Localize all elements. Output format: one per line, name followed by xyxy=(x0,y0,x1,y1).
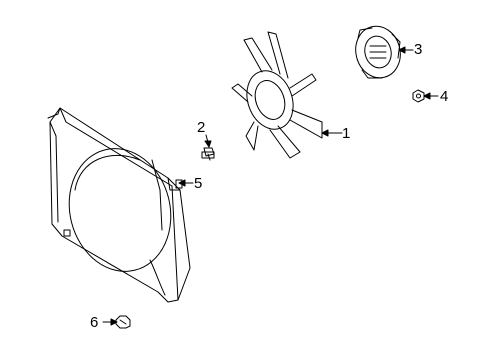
callout-4-nut: 4 xyxy=(440,88,449,105)
bolt xyxy=(201,147,215,161)
callout-6-clip: 6 xyxy=(90,314,99,331)
clip xyxy=(115,315,131,329)
fan-shroud xyxy=(47,107,191,303)
nut xyxy=(412,89,425,103)
fan-blade xyxy=(231,31,323,159)
callout-3-fan-clutch: 3 xyxy=(414,41,423,58)
callout-2-bolt: 2 xyxy=(197,119,206,136)
fan-clutch xyxy=(355,25,401,79)
callout-1-fan-blade: 1 xyxy=(342,125,351,142)
leader-lines xyxy=(102,46,439,326)
callout-5-fan-shroud: 5 xyxy=(194,175,203,192)
